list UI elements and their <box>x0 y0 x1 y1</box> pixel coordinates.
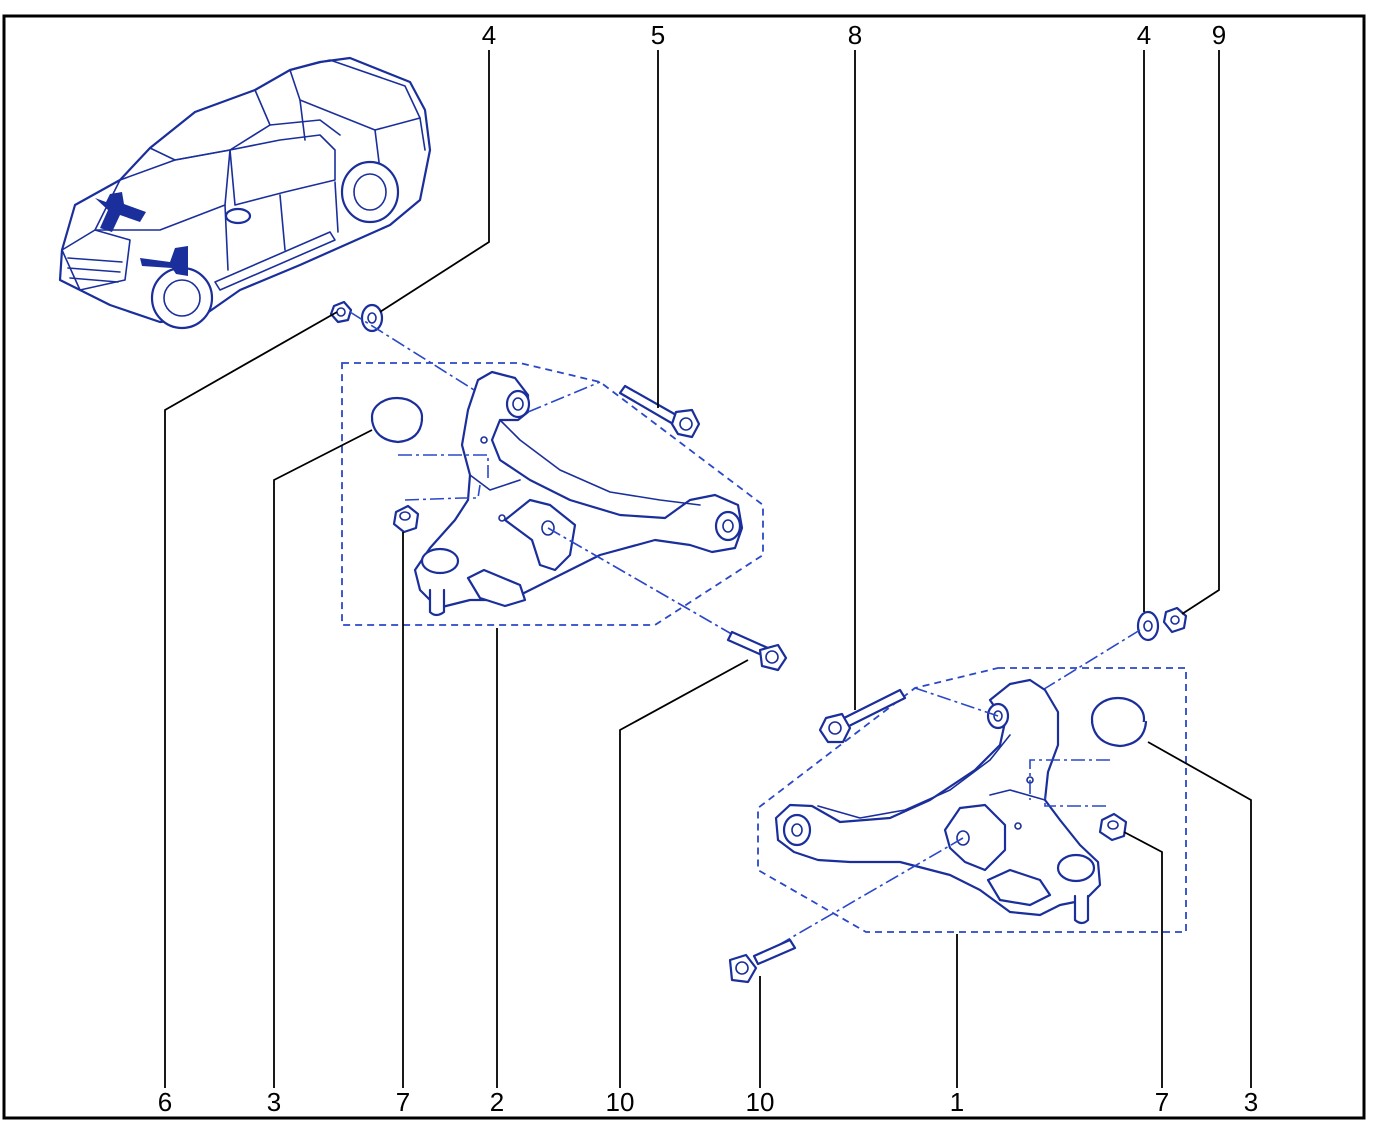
callout-label: 7 <box>396 1087 410 1117</box>
left-assembly-outline <box>341 362 764 626</box>
callout-labels-top: 4 5 8 4 9 <box>482 20 1226 50</box>
diagram-frame <box>2 14 1366 1120</box>
callout-label: 4 <box>482 20 496 50</box>
leader-lines <box>164 50 1252 1088</box>
callout-label: 3 <box>1244 1087 1258 1117</box>
callout-label: 9 <box>1212 20 1226 50</box>
right-bolt-10 <box>728 938 797 984</box>
left-control-arm-2 <box>413 370 744 617</box>
right-assembly-outline <box>757 667 1187 933</box>
left-bolt-10 <box>726 630 788 672</box>
right-nut-9 <box>1162 606 1188 634</box>
left-nut-7 <box>392 504 420 534</box>
left-nut-6 <box>329 300 353 324</box>
callout-label: 3 <box>267 1087 281 1117</box>
left-bump-stop-3 <box>370 396 424 444</box>
left-washer-4 <box>360 303 384 333</box>
right-bump-stop-3 <box>1090 696 1148 748</box>
callout-label: 5 <box>651 20 665 50</box>
left-bolt-5 <box>618 384 701 439</box>
callout-labels-bottom: 6 3 7 2 10 10 1 7 3 <box>158 1087 1258 1117</box>
callout-label: 4 <box>1137 20 1151 50</box>
right-control-arm-1 <box>774 678 1102 925</box>
callout-label: 7 <box>1155 1087 1169 1117</box>
right-washer-4 <box>1136 610 1160 642</box>
callout-label: 2 <box>490 1087 504 1117</box>
right-bolt-8 <box>818 688 907 744</box>
callout-label: 10 <box>606 1087 635 1117</box>
callout-label: 6 <box>158 1087 172 1117</box>
right-nut-7 <box>1098 812 1128 842</box>
callout-label: 10 <box>746 1087 775 1117</box>
callout-label: 8 <box>848 20 862 50</box>
vehicle-illustration <box>58 56 432 330</box>
callout-label: 1 <box>950 1087 964 1117</box>
